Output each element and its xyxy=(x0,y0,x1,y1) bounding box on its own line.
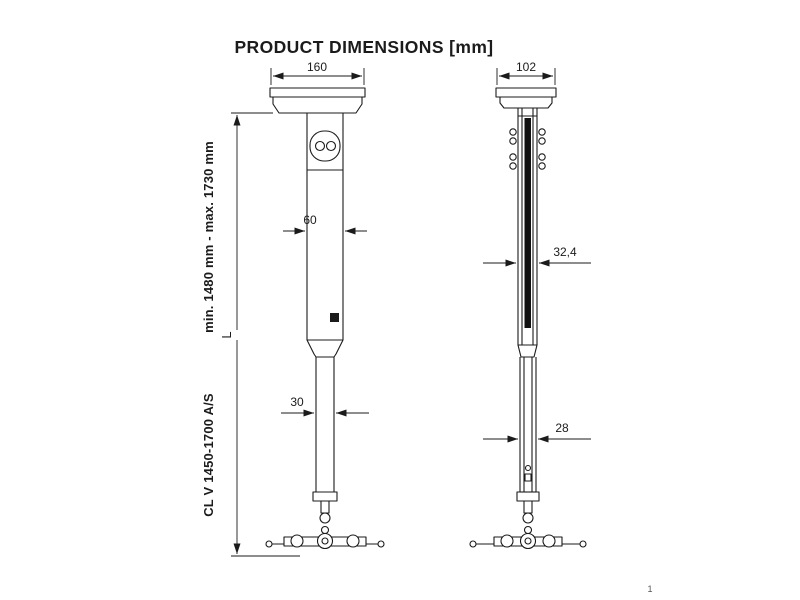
dim-label-30: 30 xyxy=(290,395,304,409)
front-spider-hub xyxy=(316,532,334,550)
height-range-label: min. 1480 mm - max. 1730 mm xyxy=(201,141,216,333)
dim-label-32-4: 32,4 xyxy=(553,245,577,259)
side-column-slot xyxy=(524,118,531,328)
corner-mark: 1 xyxy=(647,584,652,594)
side-screws xyxy=(509,128,517,136)
front-view-drawing xyxy=(265,87,385,550)
dim-label-60: 60 xyxy=(303,213,317,227)
dimension-side-column-depth: 32,4 xyxy=(483,245,591,267)
dim-label-28: 28 xyxy=(555,421,569,435)
front-ceiling-plate-skirt xyxy=(272,96,363,114)
front-collar xyxy=(306,339,344,358)
side-ceiling-plate xyxy=(495,87,557,98)
front-column-detail xyxy=(330,313,339,322)
model-name-label: CL V 1450-1700 A/S xyxy=(201,393,216,517)
dim-label-L: L xyxy=(219,331,234,338)
dimension-side-top-depth: 102 xyxy=(496,60,556,85)
front-adjust-knob xyxy=(319,512,331,524)
side-collar xyxy=(517,344,538,358)
side-view-drawing xyxy=(469,87,587,550)
dimension-side-tube-depth: 28 xyxy=(483,421,591,443)
front-ceiling-plate xyxy=(269,87,366,98)
side-adjust-knob xyxy=(522,512,534,524)
page-title: PRODUCT DIMENSIONS [mm] xyxy=(234,37,493,57)
dim-label-102: 102 xyxy=(516,60,536,74)
dim-label-160: 160 xyxy=(307,60,327,74)
dimension-overall-height: L xyxy=(219,112,300,557)
side-spider-hub xyxy=(519,532,537,550)
dimension-front-column-width: 60 xyxy=(283,213,367,235)
dimension-front-tube-width: 30 xyxy=(281,395,369,417)
dimension-front-top-width: 160 xyxy=(270,60,365,85)
front-slot xyxy=(309,130,341,162)
